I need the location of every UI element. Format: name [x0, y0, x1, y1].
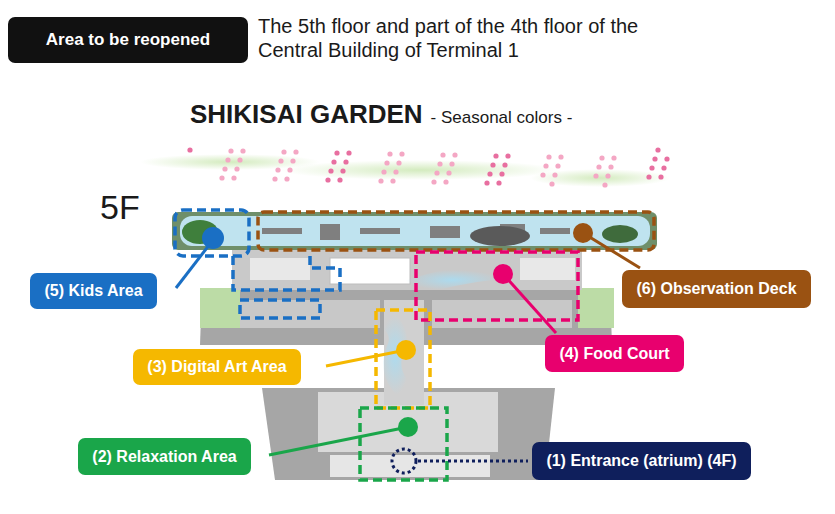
blossom-dot: [487, 171, 492, 176]
blossom-dot: [328, 168, 333, 173]
callout-text: (1) Entrance (atrium) (4F): [546, 452, 736, 470]
blossom-dot: [484, 180, 489, 185]
blossom-dot: [399, 151, 404, 156]
blossom-dot: [287, 167, 292, 172]
blossom-dot: [378, 178, 383, 183]
blossom-dot: [222, 166, 227, 171]
blossom-dot: [490, 162, 495, 167]
blossom-dot: [281, 149, 286, 154]
subtitle: - Seasonal colors -: [431, 108, 573, 128]
blossom-dot: [440, 152, 445, 157]
blossom-dot: [649, 165, 654, 170]
blossom-dot: [340, 168, 345, 173]
blossom-dot: [331, 159, 336, 164]
blossom-dot: [443, 179, 448, 184]
blossom-dot: [496, 180, 501, 185]
blossom-dot: [540, 172, 545, 177]
blossom-dot: [237, 157, 242, 162]
blossom-dot: [225, 157, 230, 162]
title: SHIKISAI GARDEN: [190, 99, 423, 130]
callout-text: (6) Observation Deck: [636, 280, 796, 298]
blossom-dot: [652, 156, 657, 161]
blossom-dot: [381, 169, 386, 174]
blossom-dot: [549, 181, 554, 186]
blossom-dot: [543, 163, 548, 168]
callout-box: (2) Relaxation Area: [78, 438, 251, 475]
blossom-dot: [655, 147, 660, 152]
callout-text: (4) Food Court: [559, 345, 669, 363]
blossom-dot: [596, 164, 601, 169]
blossom-dot: [449, 161, 454, 166]
blossom-dot: [452, 152, 457, 157]
blossom-dot: [240, 148, 245, 153]
callout-text: Area to be reopened: [46, 30, 210, 50]
blossom-dot: [505, 153, 510, 158]
blossom-dot: [437, 161, 442, 166]
blossom-dot: [346, 150, 351, 155]
blossom-dot: [396, 160, 401, 165]
blossom-dot: [337, 177, 342, 182]
blossom-dot: [393, 169, 398, 174]
blossom-dot: [434, 170, 439, 175]
blossom-dot: [272, 176, 277, 181]
callout-box: (3) Digital Art Area: [133, 349, 301, 385]
blossom-dot: [555, 163, 560, 168]
blossom-dot: [608, 164, 613, 169]
callout-text: (2) Relaxation Area: [92, 448, 236, 466]
blossom-dot: [446, 170, 451, 175]
blossom-dot: [325, 177, 330, 182]
floor-label: 5F: [100, 188, 140, 227]
callout-box: (6) Observation Deck: [622, 270, 811, 308]
blossom-dot: [387, 151, 392, 156]
blossom-dot: [658, 174, 663, 179]
blossom-dot: [384, 160, 389, 165]
blossom-dot: [290, 158, 295, 163]
blossom-dot: [646, 174, 651, 179]
blossom-dot: [278, 158, 283, 163]
blossom-dot: [219, 175, 224, 180]
blossom-dot: [558, 154, 563, 159]
blossom-dot: [187, 147, 192, 152]
blossom-dot: [502, 162, 507, 167]
blossom-dot: [546, 154, 551, 159]
blossom-dot: [431, 179, 436, 184]
callout-box: (4) Food Court: [545, 335, 684, 372]
legend-badge: Area to be reopened: [8, 17, 248, 63]
description-note: The 5th floor and part of the 4th floor …: [258, 14, 678, 62]
blossom-dot: [493, 153, 498, 158]
blossom-dot: [334, 150, 339, 155]
blossom-dot: [605, 173, 610, 178]
blossom-dot: [284, 176, 289, 181]
callout-text: (3) Digital Art Area: [147, 358, 286, 376]
blossom-dot: [390, 178, 395, 183]
callout-text: (5) Kids Area: [44, 282, 142, 300]
blossom-dot: [275, 167, 280, 172]
blossom-dot: [664, 156, 669, 161]
blossom-dot: [343, 159, 348, 164]
blossom-dot: [228, 148, 233, 153]
blossom-dot: [234, 166, 239, 171]
blossom-dot: [599, 155, 604, 160]
blossom-dot: [552, 172, 557, 177]
callout-box: (5) Kids Area: [30, 273, 157, 309]
blossom-dot: [231, 175, 236, 180]
callout-box: (1) Entrance (atrium) (4F): [532, 442, 751, 480]
blossom-dot: [593, 173, 598, 178]
blossom-dot: [661, 165, 666, 170]
blossom-dot: [499, 171, 504, 176]
blossom-dot: [611, 155, 616, 160]
blossom-dot: [602, 182, 607, 187]
blossom-dot: [293, 149, 298, 154]
